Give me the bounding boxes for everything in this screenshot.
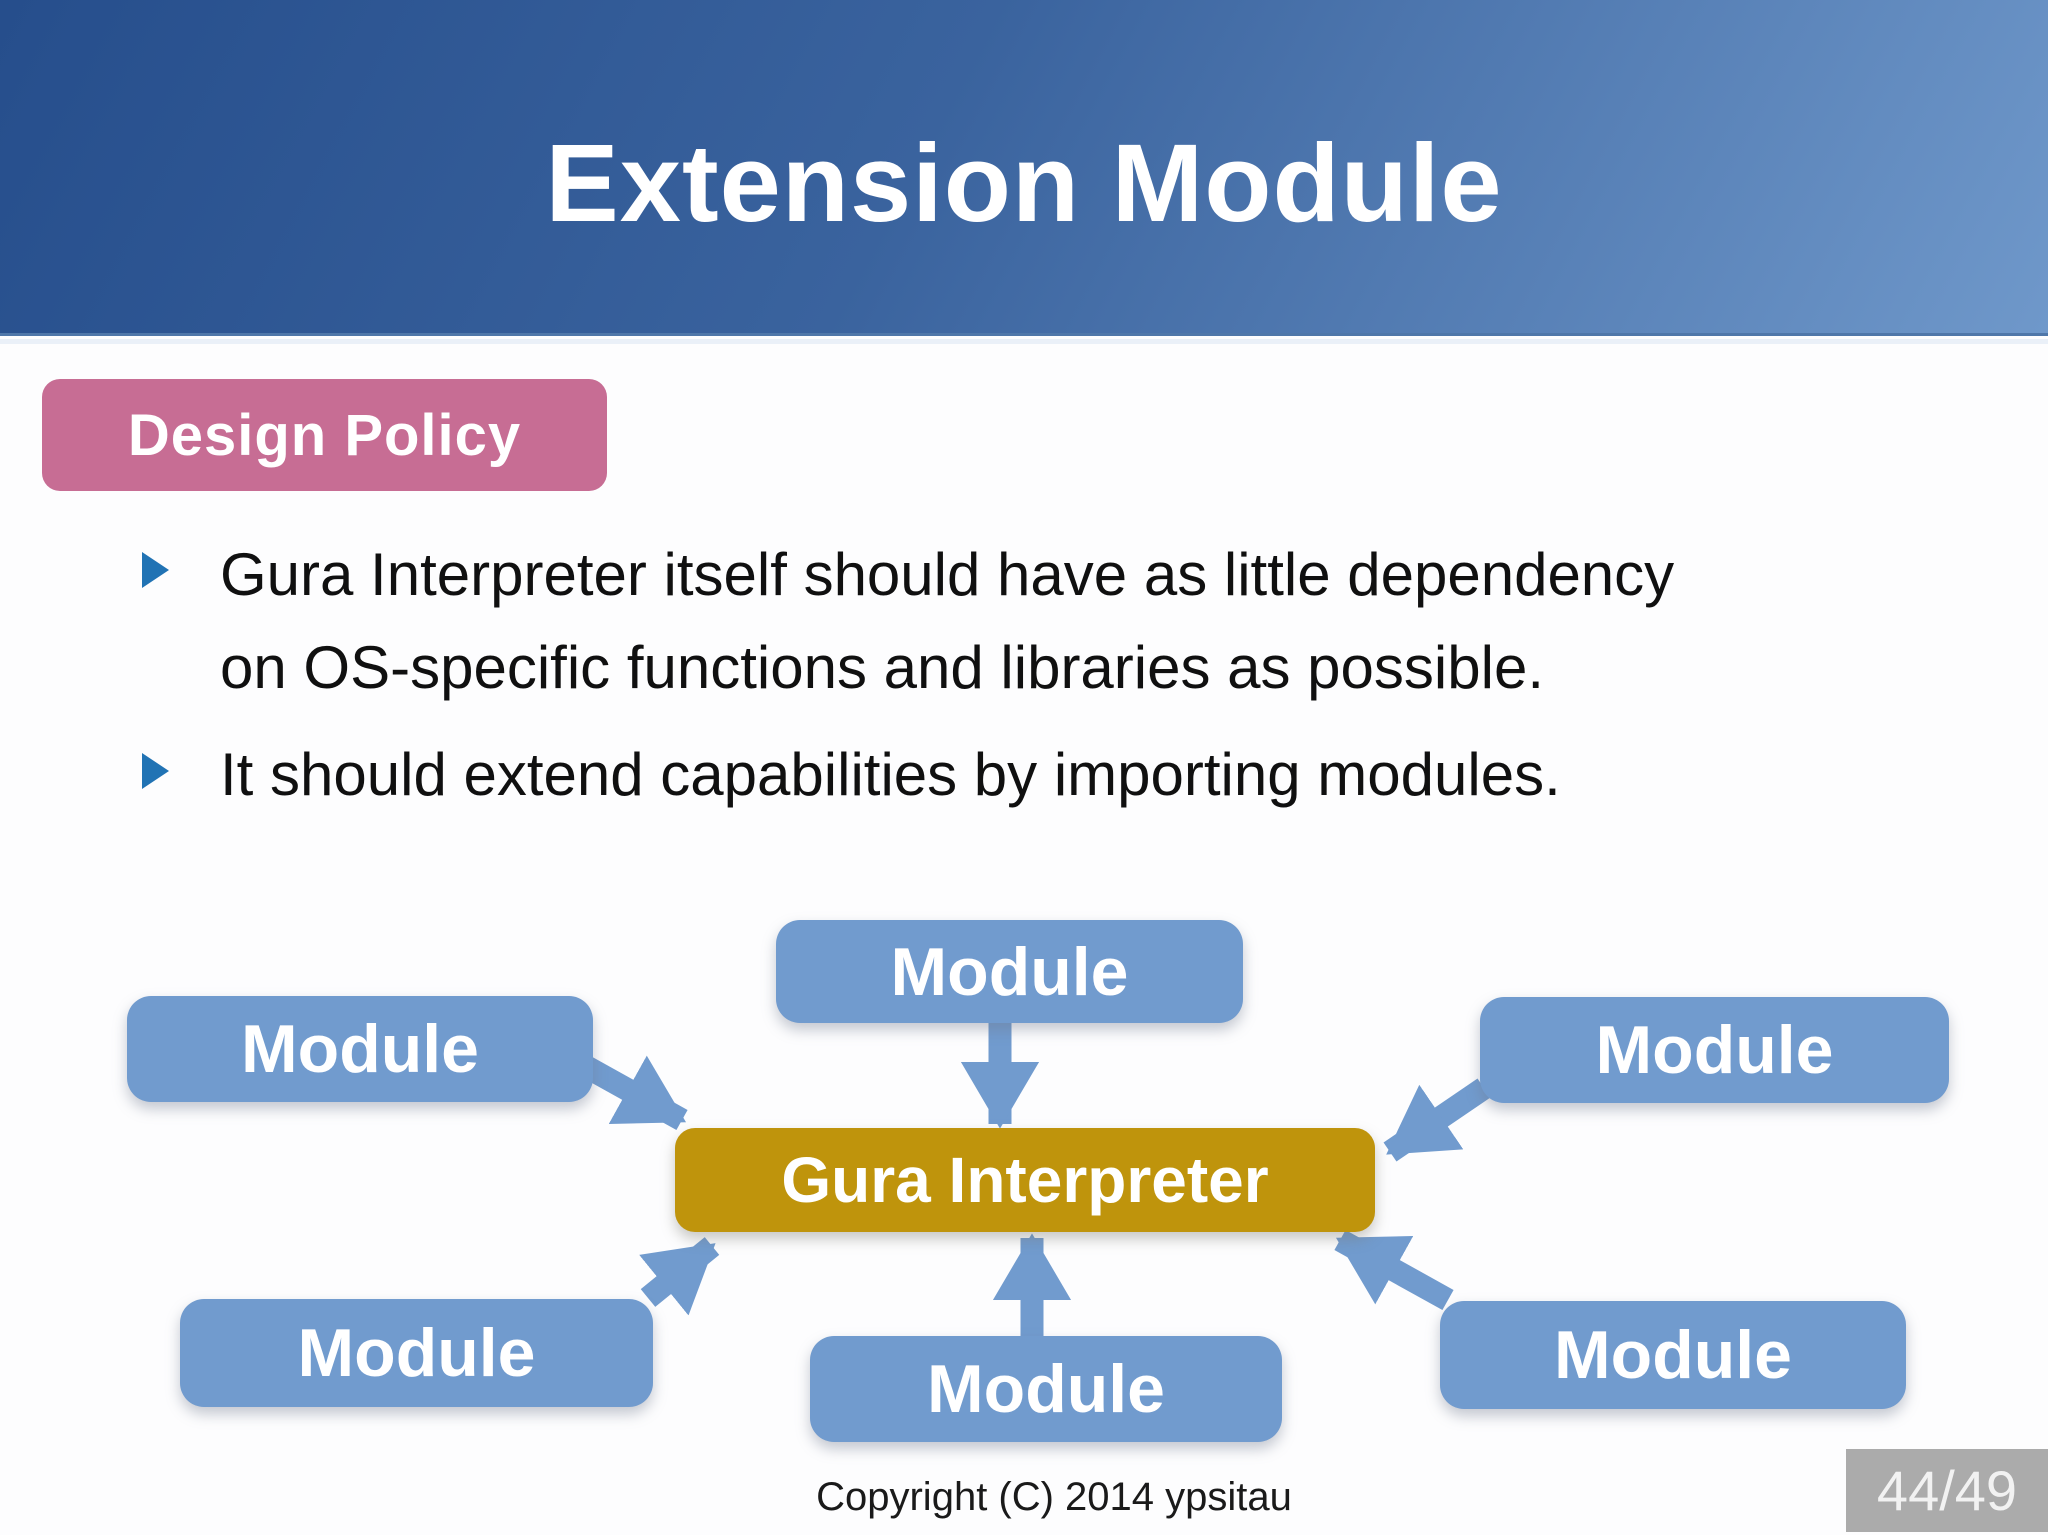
arrow-bottomright-to-center-icon: [1334, 1229, 1454, 1311]
module-label: Module: [1554, 1317, 1792, 1393]
module-node-bottom-left: Module: [180, 1299, 653, 1407]
module-node-top: Module: [776, 920, 1243, 1023]
module-label: Module: [890, 933, 1129, 1010]
header-divider: [0, 339, 2048, 344]
bullet-text-line: Gura Interpreter itself should have as l…: [220, 541, 1675, 608]
design-policy-label: Design Policy: [127, 402, 522, 468]
bullet-text-line: It should extend capabilities by importi…: [220, 741, 1561, 808]
module-node-bottom-right: Module: [1440, 1301, 1906, 1409]
page-number-badge: 44/49: [1846, 1449, 2048, 1532]
interpreter-node: Gura Interpreter: [675, 1128, 1375, 1232]
page-number-text: 44/49: [1876, 1458, 2018, 1522]
module-label: Module: [241, 1011, 479, 1087]
module-label: Module: [927, 1351, 1165, 1427]
page-title: Extension Module: [545, 122, 1503, 245]
module-label: Module: [297, 1315, 536, 1391]
module-label: Module: [1595, 1012, 1834, 1088]
module-node-left: Module: [127, 996, 593, 1102]
design-policy-badge: Design Policy: [42, 379, 607, 491]
module-node-right: Module: [1480, 997, 1949, 1103]
bullet-triangle-icon: [142, 552, 169, 588]
title-banner: Extension Module: [0, 0, 2048, 336]
module-node-bottom-center: Module: [810, 1336, 1282, 1442]
bullet-triangle-icon: [142, 753, 169, 789]
arrow-bottomleft-to-center-icon: [639, 1237, 720, 1316]
copyright-text: Copyright (C) 2014 ypsitau: [816, 1475, 1292, 1519]
interpreter-label: Gura Interpreter: [781, 1144, 1269, 1216]
bullet-text-line: on OS-specific functions and libraries a…: [220, 634, 1544, 701]
arrow-left-to-center-icon: [579, 1055, 688, 1131]
arrow-right-to-center-icon: [1383, 1078, 1491, 1162]
